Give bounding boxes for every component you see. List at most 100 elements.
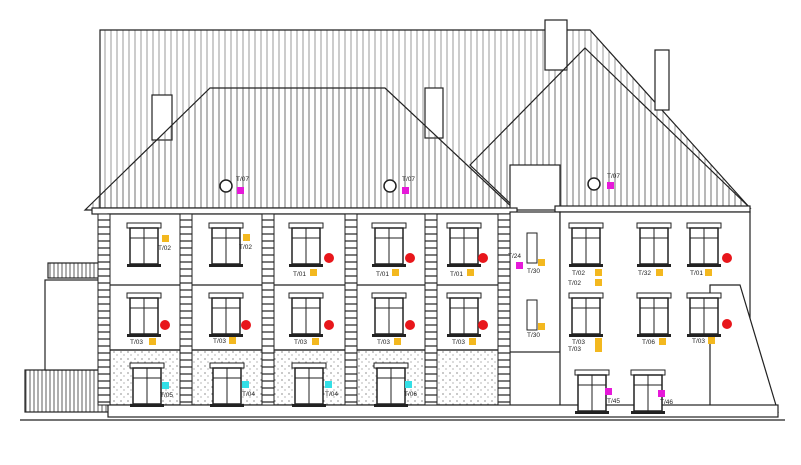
marker-label: T/02 [568,280,581,287]
yellow-square-marker [310,269,317,276]
marker-label: T/07 [402,176,415,183]
marker-label: T/04 [242,391,255,398]
marker-label: T/03 [130,339,143,346]
yellow-square-marker [162,235,169,242]
window-sill [637,264,671,267]
tower [509,164,561,211]
marker-label: T/01 [690,270,703,277]
window-sill [289,334,323,337]
red-circle-marker [478,320,488,330]
marker-label: T/01 [450,271,463,278]
marker-label: T/06 [642,339,655,346]
marker-label: T/04 [325,391,338,398]
magenta-square-marker [237,187,244,194]
marker-label: T/03 [568,346,581,353]
window-sill [687,334,721,337]
yellow-square-marker [656,269,663,276]
buttress [709,284,779,413]
oculus-window [219,179,233,193]
window-sill [292,404,326,407]
yellow-square-marker [469,338,476,345]
marker-label: T/32 [638,270,651,277]
pilaster [344,213,358,406]
red-circle-marker [241,320,251,330]
marker-label: T/03 [692,338,705,345]
window-sill [569,264,603,267]
marker-label: T/03 [294,339,307,346]
window-sill [127,264,161,267]
marker-label: T/46 [660,399,673,406]
magenta-square-marker [658,390,665,397]
yellow-square-marker [538,323,545,330]
window-sill [210,404,244,407]
chimney [544,19,568,71]
magenta-square-marker [402,187,409,194]
marker-label: T/30 [527,268,540,275]
window-sill [447,334,481,337]
marker-label: T/03 [213,338,226,345]
chimney [654,49,670,111]
window-sill [130,404,164,407]
red-circle-marker [478,253,488,263]
marker-label: T/45 [607,398,620,405]
yellow-square-marker [595,345,602,352]
fence [24,369,111,413]
ground-plinth [107,404,779,418]
yellow-square-marker [229,337,236,344]
marker-label: T/07 [607,173,620,180]
marker-label: T/02 [158,245,171,252]
yellow-square-marker [595,279,602,286]
yellow-square-marker [708,337,715,344]
yellow-square-marker [394,338,401,345]
pilasters [97,177,601,406]
red-circle-marker [160,320,170,330]
slit-window [526,299,538,331]
yellow-square-marker [659,338,666,345]
pilaster [497,213,511,406]
yellow-square-marker [312,338,319,345]
pilaster [424,213,438,406]
window-sill [209,264,243,267]
building-structure [20,19,785,421]
pilaster [179,213,193,406]
cyan-square-marker [242,381,249,388]
marker-label: T/30 [527,332,540,339]
windows [126,222,722,414]
red-circle-marker [324,253,334,263]
oculus-window [383,179,397,193]
window-sill [127,334,161,337]
marker-label: T/24 [508,253,521,260]
window-sill [374,404,408,407]
window-sill [372,334,406,337]
red-circle-marker [405,320,415,330]
marker-label: T/02 [572,270,585,277]
red-circle-marker [722,319,732,329]
cyan-square-marker [162,382,169,389]
cornice-wing [554,205,751,213]
window-sill [209,334,243,337]
marker-label: T/03 [452,339,465,346]
marker-label: T/01 [293,271,306,278]
pilaster [261,213,275,406]
window-sill [637,334,671,337]
red-circle-marker [324,320,334,330]
yellow-square-marker [538,259,545,266]
magenta-square-marker [516,262,523,269]
yellow-square-marker [243,234,250,241]
yellow-square-marker [149,338,156,345]
yellow-square-marker [595,269,602,276]
marker-label: T/05 [160,392,173,399]
window-sill [575,411,609,414]
window-sill [687,264,721,267]
cyan-square-marker [405,381,412,388]
slit-window [526,232,538,264]
cornice [91,207,518,215]
marker-label: T/02 [239,244,252,251]
yellow-square-marker [595,338,602,345]
window-sill [447,264,481,267]
yellow-square-marker [392,269,399,276]
window-sill [569,334,603,337]
marker-label: T/01 [376,271,389,278]
yellow-square-marker [467,269,474,276]
